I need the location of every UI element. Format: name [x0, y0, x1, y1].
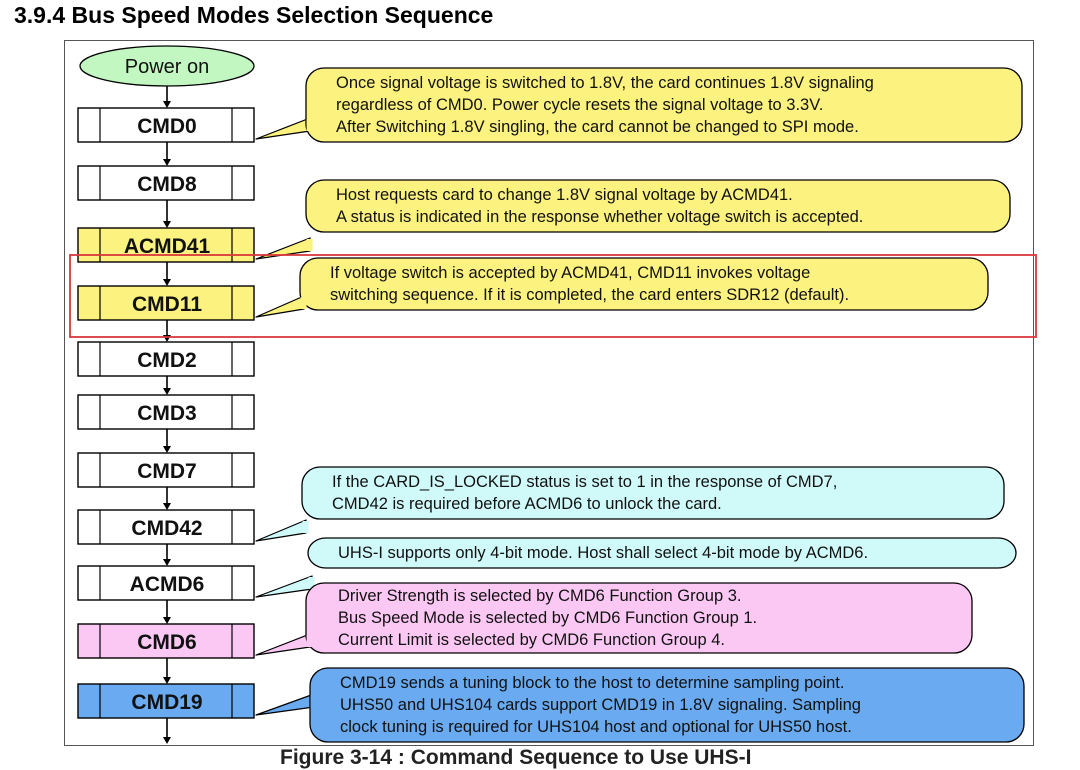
note-cmd6-seam — [306, 635, 313, 647]
note-cmd6-pointer — [255, 633, 311, 656]
note-cmd42-pointer — [255, 519, 307, 542]
note-cmd0-line: regardless of CMD0. Power cycle resets t… — [336, 96, 823, 114]
step-label-acmd6: ACMD6 — [130, 573, 205, 596]
step-label-acmd41: ACMD41 — [124, 235, 211, 258]
step-label-cmd7: CMD7 — [137, 460, 197, 483]
flow-arrow-end-head — [163, 737, 171, 744]
note-cmd11-pointer — [255, 295, 305, 318]
note-acmd41-line: A status is indicated in the response wh… — [336, 208, 863, 226]
note-cmd19-line: CMD19 sends a tuning block to the host t… — [340, 674, 844, 692]
flow-arrow-8-head — [163, 617, 171, 624]
page-title: 3.9.4 Bus Speed Modes Selection Sequence — [14, 2, 494, 28]
note-cmd42-seam — [302, 521, 309, 533]
note-cmd19-line: clock tuning is required for UHS104 host… — [340, 718, 852, 736]
note-cmd19-bubble — [309, 667, 1025, 743]
note-acmd6-pointer — [255, 575, 313, 598]
note-acmd41-seam — [306, 239, 313, 251]
note-cmd42-line: If the CARD_IS_LOCKED status is set to 1… — [332, 473, 837, 491]
note-cmd0-bubble — [305, 67, 1023, 143]
flow-arrow-7-head — [163, 559, 171, 566]
note-acmd6-line: UHS-I supports only 4-bit mode. Host sha… — [338, 544, 868, 562]
note-cmd19-line: UHS50 and UHS104 cards support CMD19 in … — [340, 696, 861, 714]
note-cmd6-bubble — [305, 582, 973, 654]
flow-arrow-2-head — [163, 279, 171, 286]
figure-caption: Figure 3-14 : Command Sequence to Use UH… — [280, 746, 752, 769]
note-cmd6-line: Current Limit is selected by CMD6 Functi… — [338, 631, 725, 649]
highlight-frame-cmd11 — [69, 254, 1037, 338]
note-cmd6-line: Driver Strength is selected by CMD6 Func… — [338, 587, 742, 605]
flow-arrow-1-head — [163, 221, 171, 228]
diagram-frame — [64, 40, 1034, 746]
note-cmd11-seam — [300, 297, 307, 309]
flow-arrow-3-head — [163, 335, 171, 342]
step-label-cmd3: CMD3 — [137, 402, 197, 425]
note-cmd19-pointer — [255, 693, 315, 716]
step-label-cmd42: CMD42 — [131, 517, 202, 540]
step-box-cmd0 — [77, 107, 255, 143]
step-box-acmd41 — [77, 227, 255, 263]
note-acmd6-seam — [308, 577, 315, 589]
note-cmd19-seam — [310, 695, 317, 707]
flow-arrow-5-head — [163, 446, 171, 453]
note-acmd41-bubble — [305, 179, 1011, 233]
step-label-cmd11: CMD11 — [132, 293, 202, 316]
flow-arrow-0-head — [163, 159, 171, 166]
note-cmd0-pointer — [255, 117, 311, 140]
step-label-cmd0: CMD0 — [137, 115, 197, 138]
step-box-cmd7 — [77, 452, 255, 488]
step-box-cmd3 — [77, 394, 255, 430]
step-box-cmd42 — [77, 509, 255, 545]
note-cmd0-line: After Switching 1.8V singling, the card … — [336, 118, 859, 136]
step-label-cmd8: CMD8 — [137, 173, 197, 196]
step-box-cmd2 — [77, 341, 255, 377]
step-label-cmd2: CMD2 — [137, 349, 197, 372]
step-box-acmd6 — [77, 565, 255, 601]
step-box-cmd19 — [77, 683, 255, 719]
flow-arrow-6-head — [163, 503, 171, 510]
step-label-cmd19: CMD19 — [131, 691, 202, 714]
note-acmd6-bubble — [307, 537, 1017, 569]
note-cmd0-seam — [306, 119, 313, 131]
flow-arrow-start-head — [163, 101, 171, 108]
note-cmd42-bubble — [301, 466, 1005, 520]
note-acmd41-line: Host requests card to change 1.8V signal… — [336, 186, 793, 204]
flow-arrow-4-head — [163, 388, 171, 395]
note-cmd11-bubble — [299, 257, 989, 311]
note-cmd6-line: Bus Speed Mode is selected by CMD6 Funct… — [338, 609, 757, 627]
step-label-cmd6: CMD6 — [137, 631, 197, 654]
note-cmd0-line: Once signal voltage is switched to 1.8V,… — [336, 74, 874, 92]
step-box-cmd8 — [77, 165, 255, 201]
step-box-cmd6 — [77, 623, 255, 659]
step-box-cmd11 — [77, 285, 255, 321]
note-cmd11-line: switching sequence. If it is completed, … — [330, 286, 849, 304]
flow-arrow-9-head — [163, 677, 171, 684]
note-cmd11-line: If voltage switch is accepted by ACMD41,… — [330, 264, 810, 282]
power-on-label: Power on — [125, 56, 210, 78]
note-cmd42-line: CMD42 is required before ACMD6 to unlock… — [332, 495, 722, 513]
